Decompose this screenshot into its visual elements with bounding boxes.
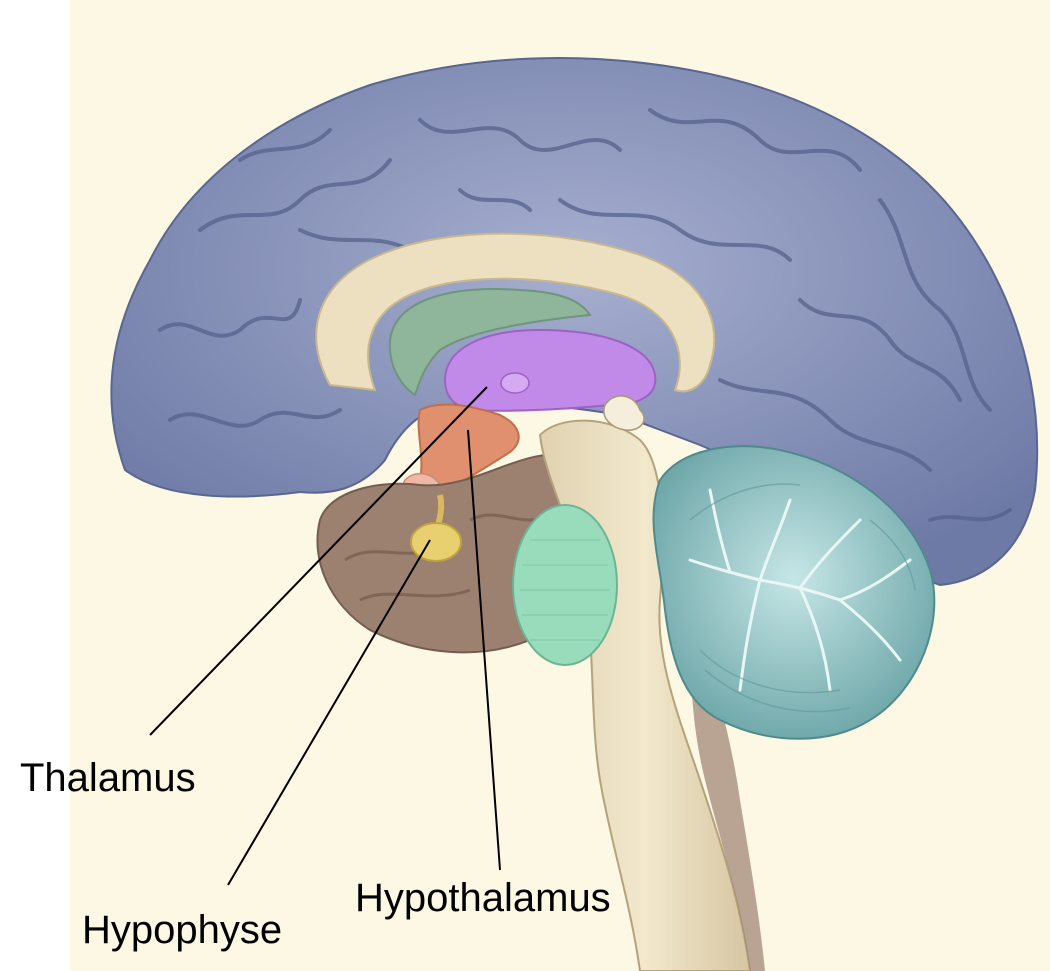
pons-region: [513, 505, 617, 665]
hypothalamus-label: Hypothalamus: [355, 876, 611, 920]
thalamus-adhesion: [501, 373, 529, 393]
hypophyse-region: [411, 523, 461, 561]
thalamus-label: Thalamus: [20, 756, 196, 800]
hypophyse-label: Hypophyse: [82, 908, 282, 952]
